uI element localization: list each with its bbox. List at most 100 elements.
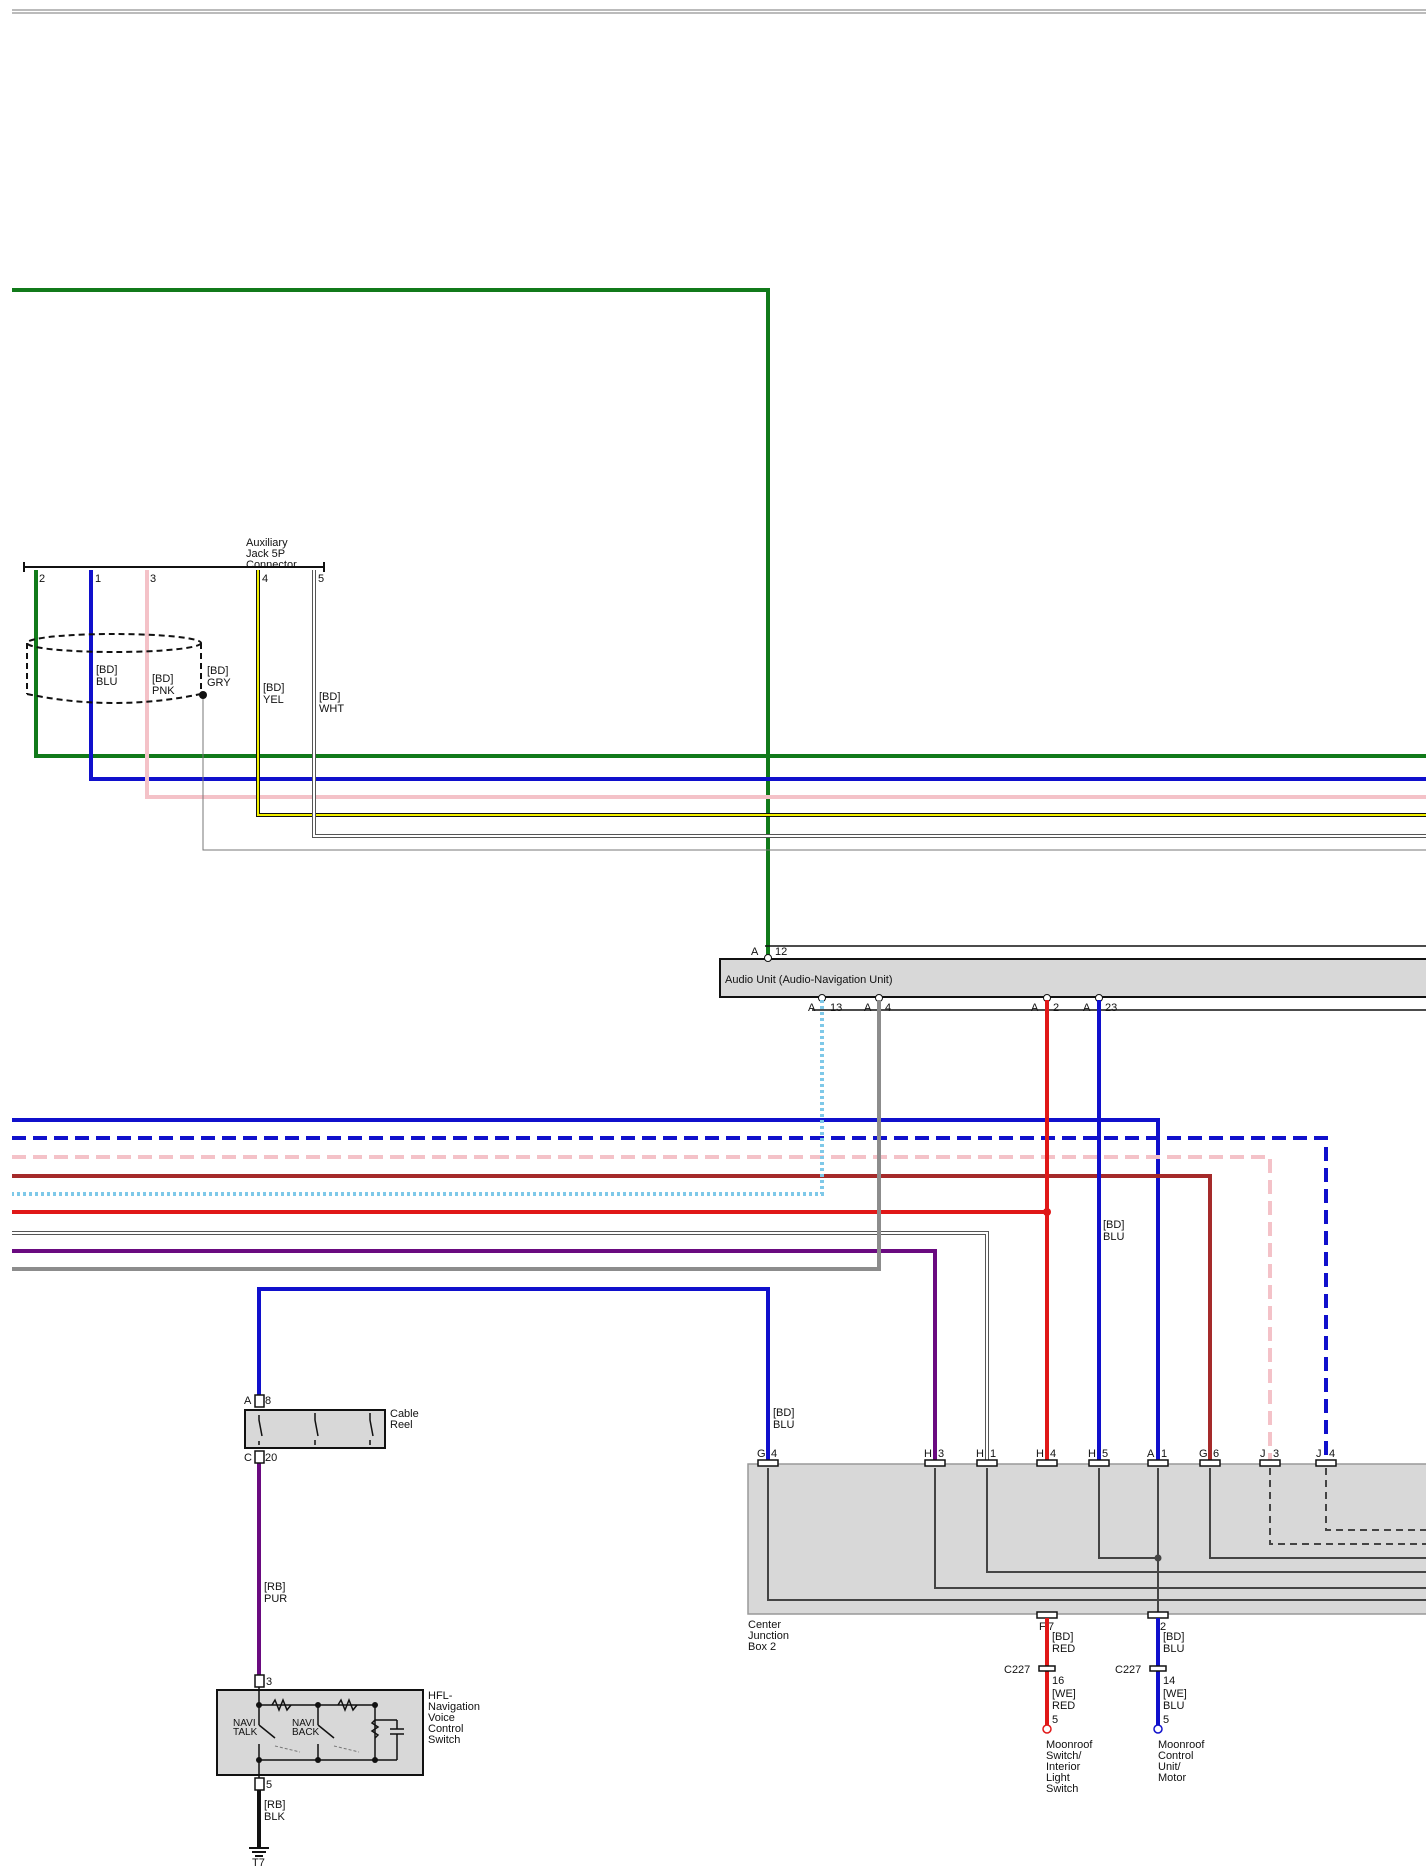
mm-title-4: Motor (1158, 1772, 1186, 1784)
audio-bottom-pin-4: 23 (1105, 1002, 1117, 1014)
jb-pin-g4-conn: G (757, 1448, 766, 1460)
jb-pin-h4-conn: H (1036, 1448, 1044, 1460)
wire-green-top (12, 288, 770, 958)
ms-title-1: Moonroof (1046, 1739, 1093, 1751)
center-junction-box: G 4 H 3 H 1 H 4 H 5 A 1 G 6 J 3 J 4 [BD]… (747, 1407, 1426, 1653)
middle-wires (12, 1000, 1328, 1680)
jb-pin-g6-conn: G (1199, 1448, 1208, 1460)
ms-pin: 16 (1052, 1675, 1064, 1687)
ground-wire-bd: [RB] (264, 1799, 285, 1811)
wire-gray-audio (12, 1000, 881, 1271)
hfl-title-1: HFL- (428, 1690, 453, 1702)
jb-title-3: Box 2 (748, 1641, 776, 1653)
wire-pink-aux (145, 570, 1426, 799)
jb-pin-h5-conn: H (1088, 1448, 1096, 1460)
audio-top-conn: A (751, 946, 759, 958)
moonroof-motor-branch: [BD] BLU C227 14 [WE] BLU 5 Moonroof Con… (1115, 1618, 1205, 1784)
audio-bottom-pin-2: 4 (885, 1002, 891, 1014)
ground-wire-color: BLK (264, 1811, 285, 1823)
mm-title-2: Control (1158, 1750, 1193, 1762)
jb-bottom-2: 2 (1160, 1621, 1166, 1633)
hfl-top-pin: 3 (266, 1676, 272, 1688)
wire-blue-dashed (12, 1136, 1328, 1462)
hfl-title-5: Switch (428, 1734, 460, 1746)
hfl-title-2: Navigation (428, 1701, 480, 1713)
label-wht: WHT (319, 703, 344, 715)
audio-unit-title: Audio Unit (Audio-Navigation Unit) (725, 974, 893, 986)
jb-bottom-f7: 7 (1048, 1621, 1054, 1633)
jb-pin-a1-conn: A (1147, 1448, 1155, 1460)
jb-pin-g4: 4 (771, 1448, 777, 1460)
label-yel-bd: [BD] (263, 682, 284, 694)
wire-blue-aux (89, 570, 1426, 781)
cable-reel-bottom-conn: C (244, 1452, 252, 1464)
ms-title-4: Light (1046, 1772, 1070, 1784)
navi-back-2: BACK (292, 1727, 320, 1738)
hfl-title-4: Control (428, 1723, 463, 1735)
wire-purple-junction (12, 1249, 937, 1462)
jb-pin-j3: 3 (1273, 1448, 1279, 1460)
cable-reel-top-pin: 8 (265, 1395, 271, 1407)
label-gry-bd: [BD] (207, 665, 228, 677)
audio-bottom-conn-4: A (1083, 1002, 1091, 1014)
jb-pin-h1: 1 (990, 1448, 996, 1460)
hfl-title-3: Voice (428, 1712, 455, 1724)
jb-pin-h5: 5 (1102, 1448, 1108, 1460)
ground-name: T7 (252, 1857, 265, 1869)
wire-green-aux (34, 570, 1426, 758)
ms-connector: C227 (1004, 1664, 1030, 1676)
mm-connector: C227 (1115, 1664, 1141, 1676)
navi-back-1: NAVI (292, 1718, 315, 1729)
jb-g4-wire-color: BLU (773, 1419, 794, 1431)
audio-unit: Audio Unit (Audio-Navigation Unit) A 12 … (719, 945, 1426, 1014)
mm-pin: 14 (1163, 1675, 1175, 1687)
cable-reel-bottom-pin: 20 (265, 1452, 277, 1464)
jb-pin-j4: 4 (1329, 1448, 1335, 1460)
audio-bottom-conn-3: A (1031, 1002, 1039, 1014)
cable-reel-title-1: Cable (390, 1408, 419, 1420)
moonroof-switch-branch: [BD] RED C227 16 [WE] RED 5 Moonroof Swi… (1004, 1618, 1093, 1795)
wire-blue-junction (12, 1118, 1160, 1462)
label-blu-bd: [BD] (96, 664, 117, 676)
aux-pin-3: 3 (150, 573, 156, 585)
aux-jack-title-1: Auxiliary (246, 537, 288, 549)
audio-bottom-conn-2: A (864, 1002, 872, 1014)
jb-pin-h4: 4 (1050, 1448, 1056, 1460)
ms-title-5: Switch (1046, 1783, 1078, 1795)
aux-jack-title-3: Connector (246, 559, 297, 571)
wire-lightblue-dotted (12, 1000, 824, 1196)
label-pnk: PNK (152, 685, 175, 697)
ms-title-3: Interior (1046, 1761, 1081, 1773)
ms-wire2-color: RED (1052, 1700, 1075, 1712)
cable-reel-top-conn: A (244, 1395, 252, 1407)
purple-wire-color: PUR (264, 1593, 287, 1605)
mm-wire1-color: BLU (1163, 1643, 1184, 1655)
jb-title-1: Center (748, 1619, 781, 1631)
aux-jack-title-2: Jack 5P (246, 548, 285, 560)
jb-pin-j3-conn: J (1260, 1448, 1266, 1460)
ms-wire2-bd: [WE] (1052, 1688, 1076, 1700)
aux-wire-labels: [BD] BLU [BD] PNK [BD] GRY [BD] YEL [BD]… (96, 664, 344, 715)
cable-reel: A 8 C 20 Cable Reel (244, 1394, 419, 1464)
ms-wire1-color: RED (1052, 1643, 1075, 1655)
ms-wire1-bd: [BD] (1052, 1631, 1073, 1643)
wire-darkred (12, 1174, 1212, 1462)
wire-blue-cable-reel (257, 1287, 770, 1462)
mm-wire2-color: BLU (1163, 1700, 1184, 1712)
aux-pin-1: 1 (95, 573, 101, 585)
mm-end-pin: 5 (1163, 1714, 1169, 1726)
hfl-bottom-pin: 5 (266, 1779, 272, 1791)
label-gry: GRY (207, 677, 231, 689)
wire-pink-dashed (12, 1155, 1272, 1462)
jb-title-2: Junction (748, 1630, 789, 1642)
hfl-switch: NAVI TALK NAVI BACK 3 5 HFL- Navigation … (216, 1674, 480, 1791)
shield-icon (26, 633, 207, 704)
auxiliary-jack-connector: Auxiliary Jack 5P Connector 2 1 3 4 5 (23, 537, 325, 585)
jb-pin-h1-conn: H (976, 1448, 984, 1460)
ms-title-2: Switch/ (1046, 1750, 1082, 1762)
aux-pin-2: 2 (39, 573, 45, 585)
audio-blue-wire-bd: [BD] (1103, 1219, 1124, 1231)
label-yel: YEL (263, 694, 284, 706)
ground-icon: [RB] BLK T7 (249, 1790, 285, 1869)
